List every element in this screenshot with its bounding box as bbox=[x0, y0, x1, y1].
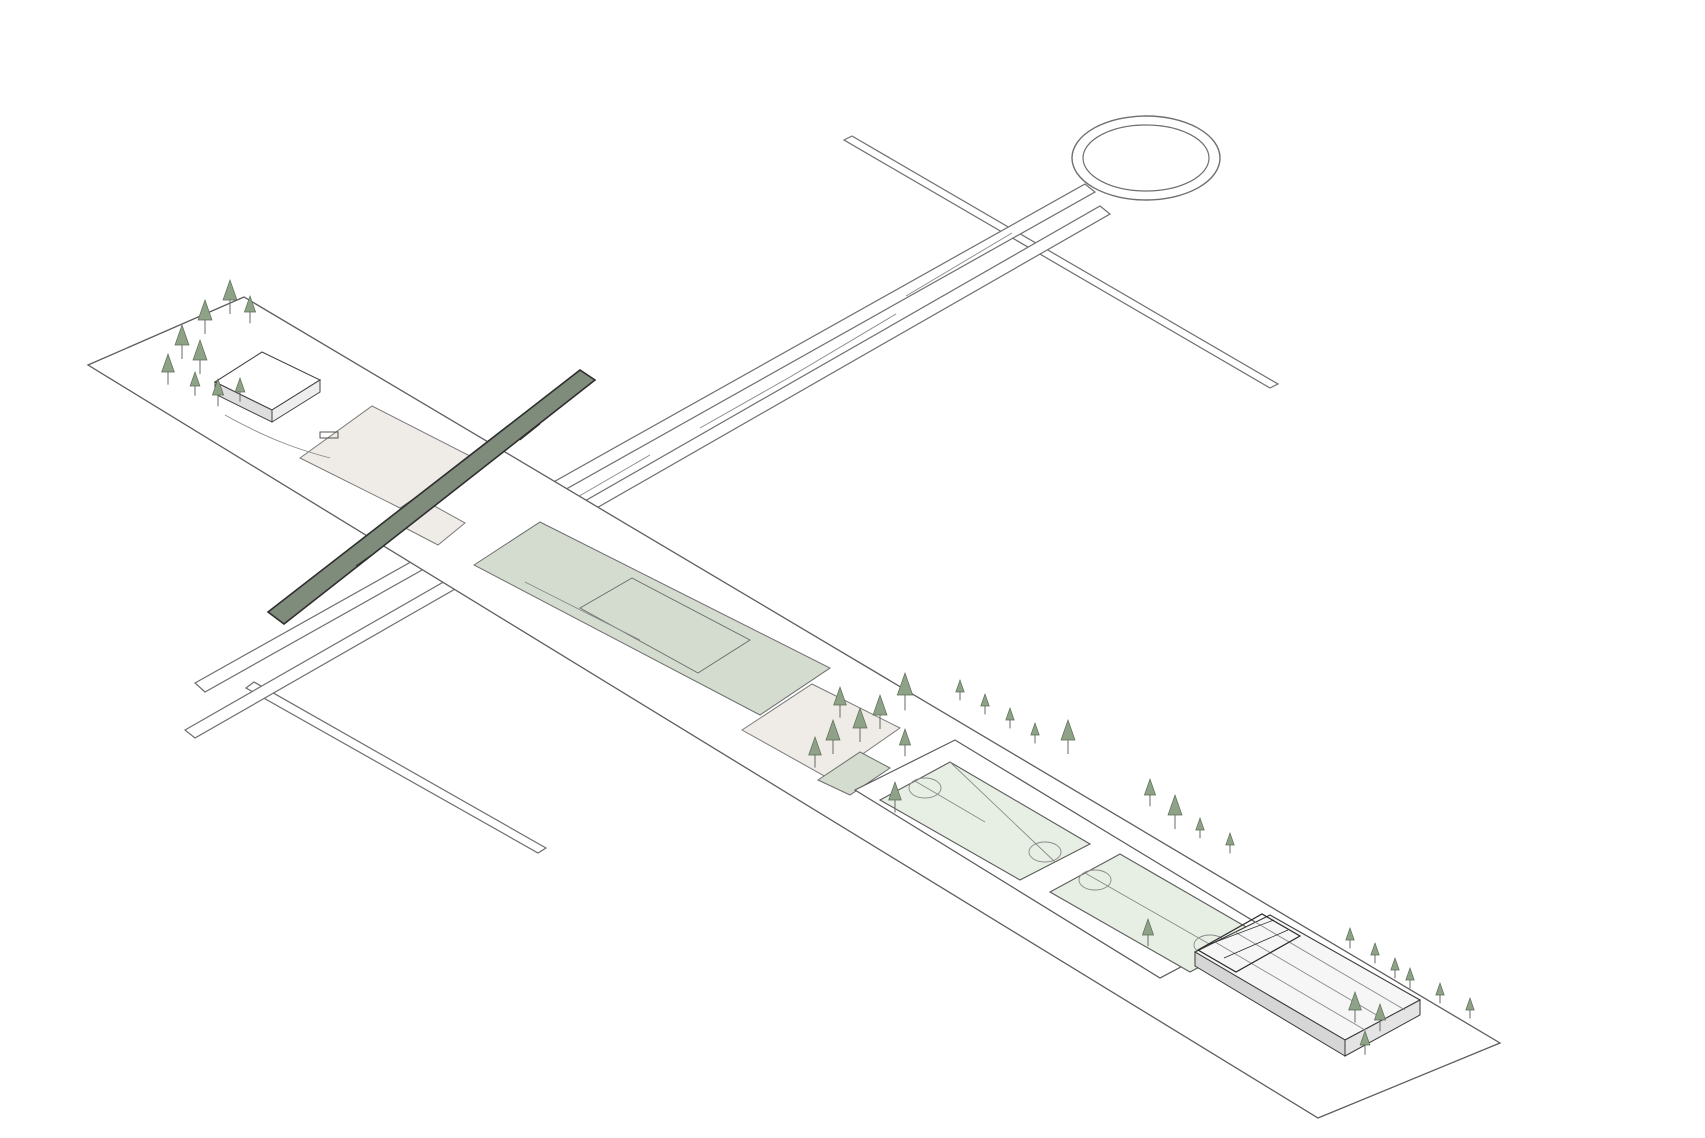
tree bbox=[808, 735, 822, 768]
tree bbox=[888, 780, 902, 813]
tree bbox=[1348, 990, 1362, 1023]
tree bbox=[955, 678, 965, 701]
tree bbox=[1225, 831, 1235, 854]
tree bbox=[833, 685, 847, 718]
tree bbox=[896, 671, 914, 711]
tree bbox=[980, 692, 990, 715]
north-pavilion bbox=[213, 351, 339, 459]
tree bbox=[211, 377, 225, 407]
tree bbox=[1405, 966, 1415, 989]
tree bbox=[898, 727, 912, 757]
tree bbox=[825, 718, 841, 754]
tree bbox=[1373, 1002, 1387, 1032]
tree bbox=[1167, 793, 1183, 829]
tree bbox=[1370, 941, 1380, 964]
tree bbox=[1465, 996, 1475, 1019]
tree bbox=[189, 370, 201, 396]
trees bbox=[161, 278, 1475, 1055]
central-green-field bbox=[473, 521, 831, 716]
tree bbox=[197, 298, 213, 334]
sports-hall bbox=[1193, 913, 1422, 1057]
tree bbox=[1345, 926, 1355, 949]
tree bbox=[1195, 816, 1205, 839]
tree bbox=[1060, 718, 1076, 754]
tree bbox=[174, 323, 190, 359]
tree bbox=[852, 706, 868, 742]
tree bbox=[1143, 777, 1157, 807]
upper-cross-road bbox=[842, 135, 1280, 389]
tree bbox=[161, 352, 175, 385]
tree bbox=[1390, 956, 1400, 979]
lower-cross-road bbox=[244, 681, 548, 854]
tree bbox=[1141, 917, 1155, 947]
tree bbox=[192, 338, 208, 374]
tree bbox=[1435, 981, 1445, 1004]
tree bbox=[1030, 721, 1040, 744]
tree bbox=[1005, 706, 1015, 729]
roundabout bbox=[1071, 115, 1221, 201]
tree bbox=[243, 294, 257, 324]
tree bbox=[872, 693, 888, 729]
diagonal-avenue-south bbox=[183, 205, 1112, 739]
tree bbox=[234, 376, 246, 402]
tree bbox=[1359, 1029, 1371, 1055]
tree bbox=[222, 278, 238, 314]
bridge-slab bbox=[266, 369, 597, 626]
